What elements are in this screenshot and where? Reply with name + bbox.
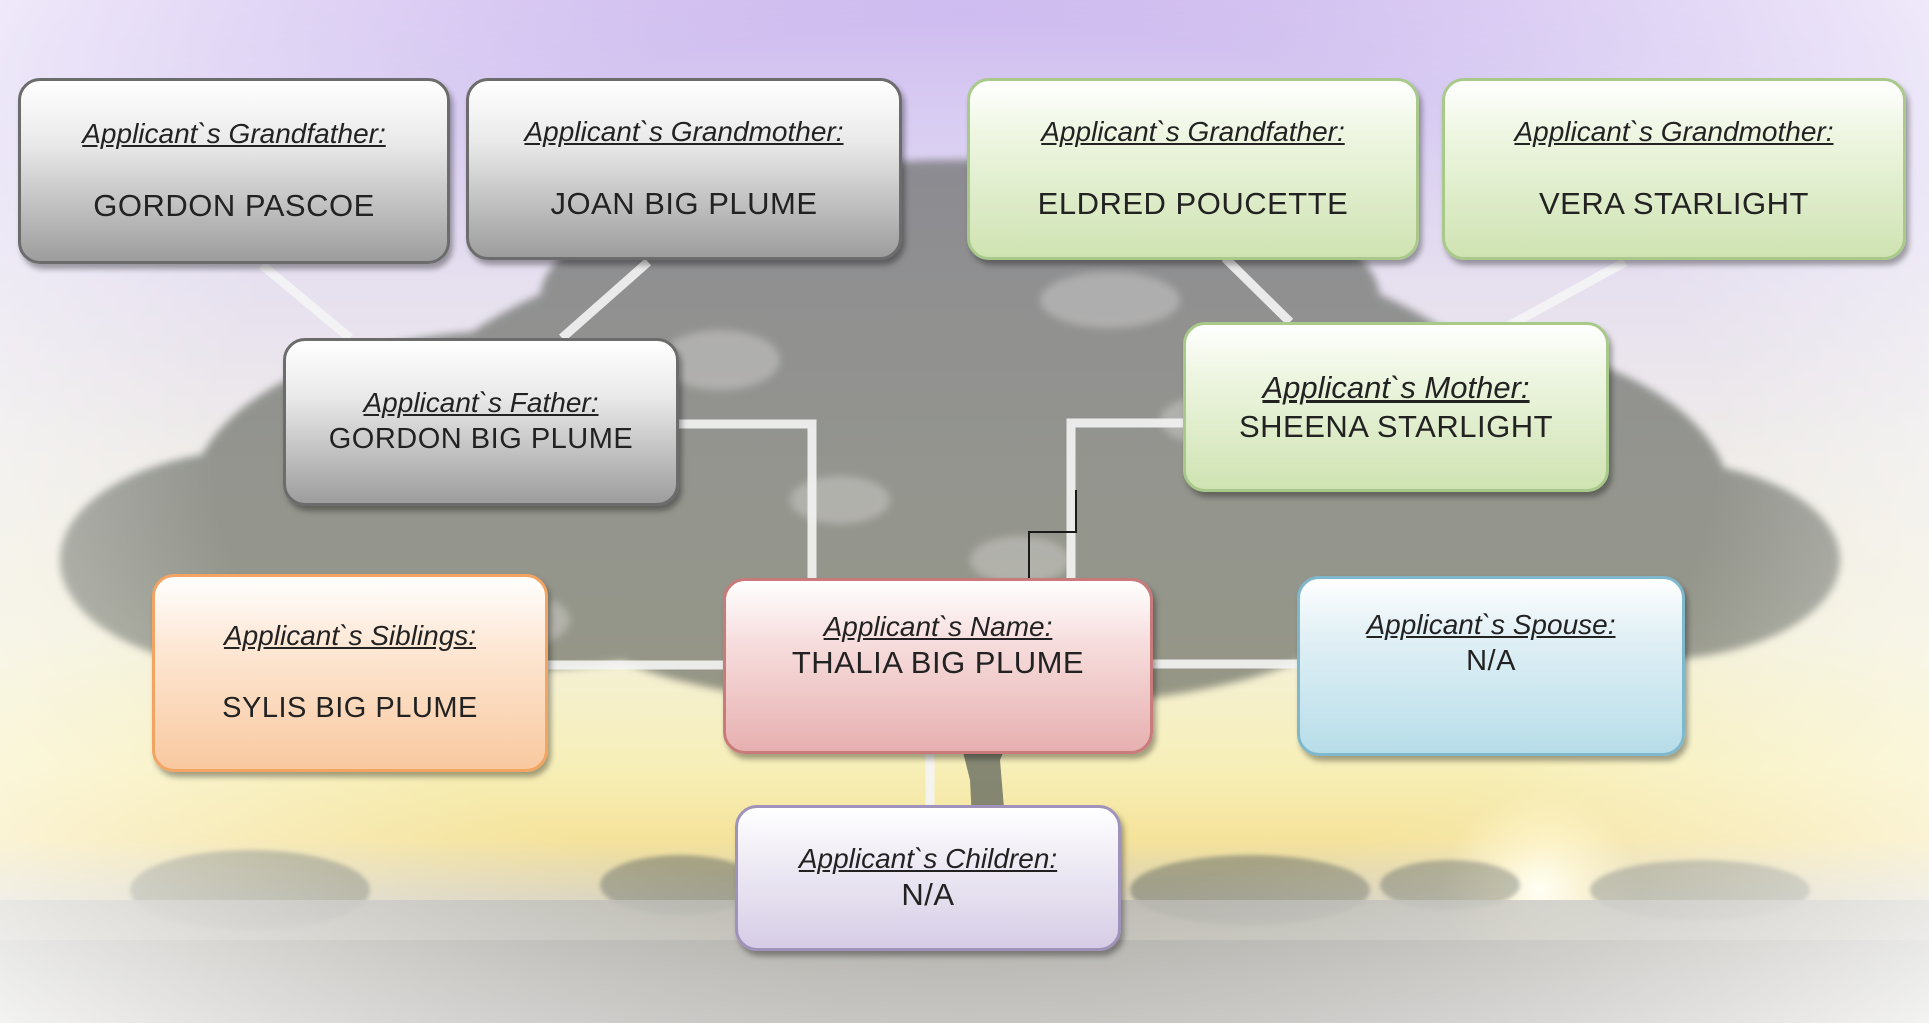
children-box: Applicant`s Children: N/A (735, 805, 1121, 951)
maternal-grandfather-title: Applicant`s Grandfather: (1041, 116, 1345, 147)
mother-title: Applicant`s Mother: (1262, 370, 1530, 405)
paternal-grandfather-name: GORDON PASCOE (93, 188, 375, 223)
father-box: Applicant`s Father: GORDON BIG PLUME (283, 338, 679, 506)
siblings-title: Applicant`s Siblings: (223, 620, 477, 651)
spouse-box: Applicant`s Spouse: N/A (1297, 576, 1685, 756)
paternal-grandmother-box: Applicant`s Grandmother: JOAN BIG PLUME (466, 78, 902, 260)
maternal-grandmother-name: VERA STARLIGHT (1539, 186, 1809, 221)
spouse-name: N/A (1466, 645, 1516, 677)
paternal-grandmother-name: JOAN BIG PLUME (550, 186, 818, 221)
maternal-grandfather-name: ELDRED POUCETTE (1037, 186, 1349, 221)
father-name: GORDON BIG PLUME (328, 423, 634, 455)
applicant-title: Applicant`s Name: (823, 611, 1053, 642)
siblings-box: Applicant`s Siblings: SYLIS BIG PLUME (152, 574, 548, 772)
maternal-grandmother-title: Applicant`s Grandmother: (1514, 116, 1834, 147)
paternal-grandfather-title: Applicant`s Grandfather: (82, 118, 386, 149)
maternal-grandfather-box: Applicant`s Grandfather: ELDRED POUCETTE (967, 78, 1419, 260)
maternal-grandmother-box: Applicant`s Grandmother: VERA STARLIGHT (1442, 78, 1906, 260)
applicant-box: Applicant`s Name: THALIA BIG PLUME (723, 578, 1153, 754)
father-title: Applicant`s Father: (363, 387, 599, 418)
paternal-grandmother-title: Applicant`s Grandmother: (524, 116, 844, 147)
children-title: Applicant`s Children: (798, 843, 1058, 874)
applicant-name: THALIA BIG PLUME (791, 645, 1085, 680)
mother-name: SHEENA STARLIGHT (1238, 409, 1554, 444)
mother-box: Applicant`s Mother: SHEENA STARLIGHT (1183, 322, 1609, 492)
siblings-name: SYLIS BIG PLUME (222, 692, 478, 724)
paternal-grandfather-box: Applicant`s Grandfather: GORDON PASCOE (18, 78, 450, 264)
spouse-title: Applicant`s Spouse: (1366, 609, 1616, 640)
children-name: N/A (901, 877, 955, 912)
